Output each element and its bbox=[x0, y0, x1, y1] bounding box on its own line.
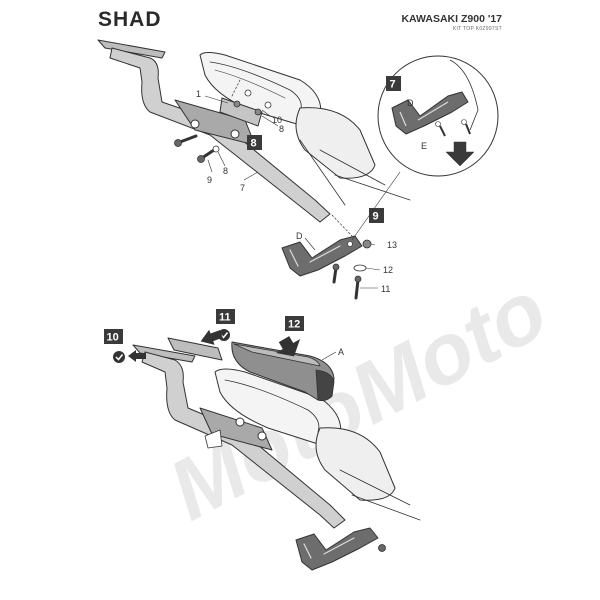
callout-e: E bbox=[421, 141, 427, 151]
plate-hole bbox=[190, 119, 200, 129]
rack-top-plate-bottom bbox=[132, 344, 196, 363]
callout-13: 13 bbox=[387, 240, 397, 250]
topcase-base-top bbox=[233, 343, 321, 367]
tail-fairing-bottom-inner bbox=[224, 379, 320, 433]
callout-7: 7 bbox=[240, 183, 245, 193]
callout-d-main: D bbox=[296, 231, 303, 241]
step-box-9 bbox=[369, 208, 384, 223]
step-12-label: 12 bbox=[288, 319, 300, 331]
detail-washer bbox=[461, 119, 467, 125]
leader-line bbox=[351, 171, 401, 241]
step-10-indicator bbox=[113, 350, 146, 363]
bolt-11 bbox=[354, 278, 360, 300]
step-8-label: 8 bbox=[251, 138, 257, 150]
bottom-illustration bbox=[132, 337, 421, 571]
topcase-base-end bbox=[315, 369, 335, 401]
down-arrow-icon bbox=[275, 336, 301, 357]
callout-9: 9 bbox=[207, 175, 212, 185]
step-box-11 bbox=[216, 309, 235, 324]
bracket-bolt bbox=[254, 108, 262, 116]
callout-d-detail: D bbox=[407, 98, 414, 108]
step-7-label: 7 bbox=[390, 79, 396, 91]
detail-washer bbox=[435, 121, 441, 127]
step-10-label: 10 bbox=[107, 332, 119, 344]
detail-fairing bbox=[449, 59, 479, 131]
mount-bracket-bottom bbox=[295, 527, 379, 571]
callout-8-upper: 8 bbox=[279, 124, 284, 134]
bracket-bolt bbox=[378, 544, 386, 552]
detail-screw bbox=[465, 123, 471, 135]
callout-a: A bbox=[338, 347, 344, 357]
washer-12 bbox=[353, 264, 367, 272]
washer bbox=[244, 89, 252, 97]
step-box-12 bbox=[285, 316, 304, 331]
seat-bottom bbox=[315, 427, 396, 501]
rear-frame-lines bbox=[299, 139, 411, 206]
kit-code: KIT TOP K0Z997ST bbox=[452, 26, 502, 32]
step-box-10 bbox=[104, 329, 123, 344]
guide-line bbox=[231, 79, 241, 97]
callout-10: 10 bbox=[272, 115, 282, 125]
guide-line bbox=[331, 214, 353, 237]
model-title: KAWASAKI Z900 '17 bbox=[401, 13, 502, 25]
detail-bracket-inner bbox=[399, 101, 449, 127]
upper-bracket bbox=[219, 97, 263, 127]
callout-11: 11 bbox=[381, 284, 390, 294]
nut-13 bbox=[362, 239, 372, 249]
tail-fairing-bottom bbox=[214, 368, 342, 445]
callout-8-lower: 8 bbox=[223, 166, 228, 176]
step-9-label: 9 bbox=[373, 211, 379, 223]
top-illustration bbox=[97, 39, 411, 300]
callout-12: 12 bbox=[383, 265, 393, 275]
bolt-left-head bbox=[332, 263, 340, 271]
bolt-11-head bbox=[354, 275, 362, 283]
bracket-bolt bbox=[233, 100, 241, 108]
check-mark bbox=[115, 354, 124, 361]
detail-circle bbox=[351, 55, 499, 241]
mount-bracket-d-inner bbox=[289, 245, 341, 267]
callout-a-line bbox=[321, 351, 337, 361]
brand-logo: SHAD bbox=[98, 8, 162, 31]
plate-hole bbox=[230, 129, 240, 139]
arrow-right-icon bbox=[128, 350, 146, 362]
mount-bracket-bottom-inner bbox=[303, 537, 355, 559]
step-box-7 bbox=[386, 76, 401, 91]
down-arrow-icon bbox=[445, 141, 475, 167]
bolt-9-head bbox=[174, 139, 182, 147]
callout-1: 1 bbox=[196, 89, 201, 99]
bolt-9b-head bbox=[197, 155, 205, 163]
rear-frame-lines-bottom bbox=[339, 469, 421, 521]
bolt-9 bbox=[178, 134, 198, 144]
tail-fairing-inner-2 bbox=[214, 69, 286, 99]
detail-screw bbox=[439, 125, 446, 137]
mount-spacer bbox=[204, 429, 223, 449]
top-callouts bbox=[204, 95, 381, 289]
tail-fairing-inner bbox=[209, 61, 302, 113]
seat bbox=[295, 107, 376, 179]
check-icon bbox=[113, 351, 125, 363]
plate-hole bbox=[235, 417, 245, 427]
step-11-indicator bbox=[200, 329, 230, 345]
washer bbox=[264, 101, 272, 109]
arrow-icon bbox=[200, 329, 223, 345]
bracket-hole bbox=[347, 241, 353, 247]
rack-mid-plate bbox=[167, 337, 223, 361]
tail-fairing bbox=[199, 52, 322, 126]
rack-top-plate bbox=[97, 39, 166, 59]
step-11-label: 11 bbox=[219, 312, 231, 324]
plate-hole bbox=[257, 431, 267, 441]
step-box-8 bbox=[247, 135, 262, 150]
washer-8 bbox=[212, 145, 220, 153]
